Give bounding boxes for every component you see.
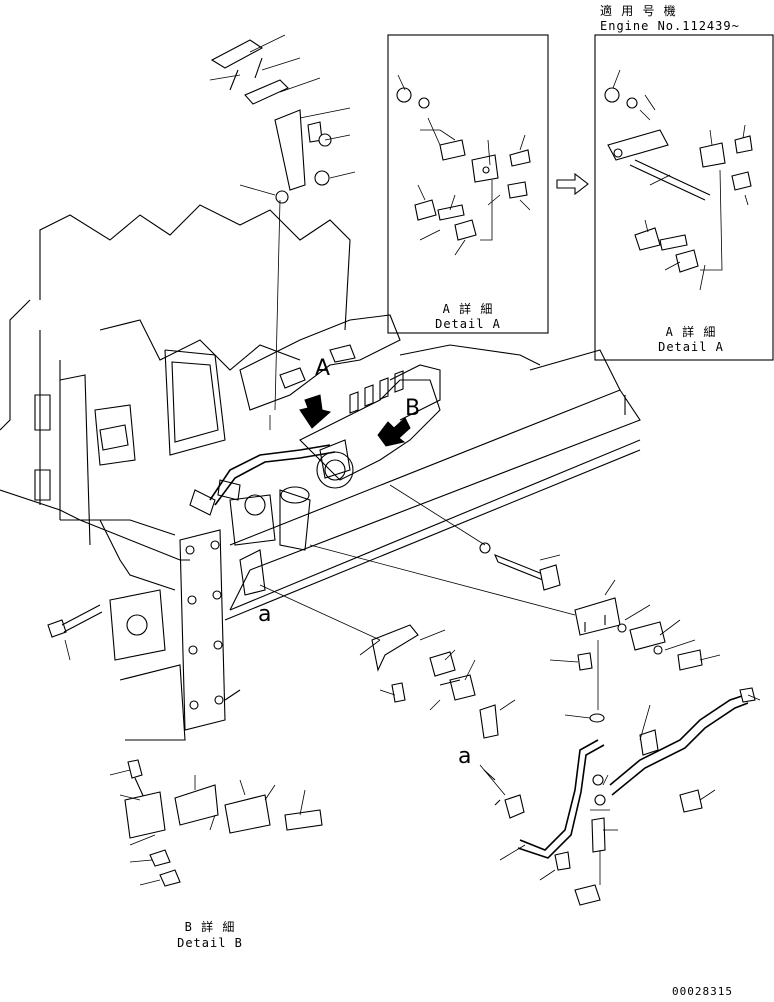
detail-b-title-jp: B 詳 細: [184, 920, 236, 934]
callout-arrows: [299, 394, 411, 447]
top-bracket-assembly: [209, 34, 356, 430]
detail-a-right-title-jp: A 詳 細: [665, 325, 717, 339]
callout-a-pipe: a: [458, 744, 472, 769]
engine-block: [0, 204, 641, 741]
change-arrow: [556, 172, 589, 196]
callout-A: A: [315, 356, 331, 381]
fuel-pipe-assembly: [479, 687, 761, 906]
engine-number-label: Engine No.112439~: [600, 19, 740, 33]
detail-a-left-title-en: Detail A: [435, 317, 501, 331]
callout-a-main: a: [258, 602, 272, 627]
detail-a-left-frame: [387, 34, 549, 334]
detail-a-left-title-jp: A 詳 細: [442, 302, 494, 316]
lower-right-bracket-assembly: [309, 484, 721, 723]
left-bolt: [47, 604, 103, 661]
detail-a-right-title-en: Detail A: [658, 340, 724, 354]
callout-B: B: [405, 396, 421, 421]
drawing-number: 00028315: [672, 985, 733, 998]
applicable-header-jp: 適 用 号 機: [600, 4, 677, 18]
middle-bracket-assembly: [259, 584, 516, 739]
detail-b-group: [109, 759, 323, 887]
detail-a-right-frame: [594, 34, 774, 361]
detail-b-title-en: Detail B: [177, 936, 243, 950]
